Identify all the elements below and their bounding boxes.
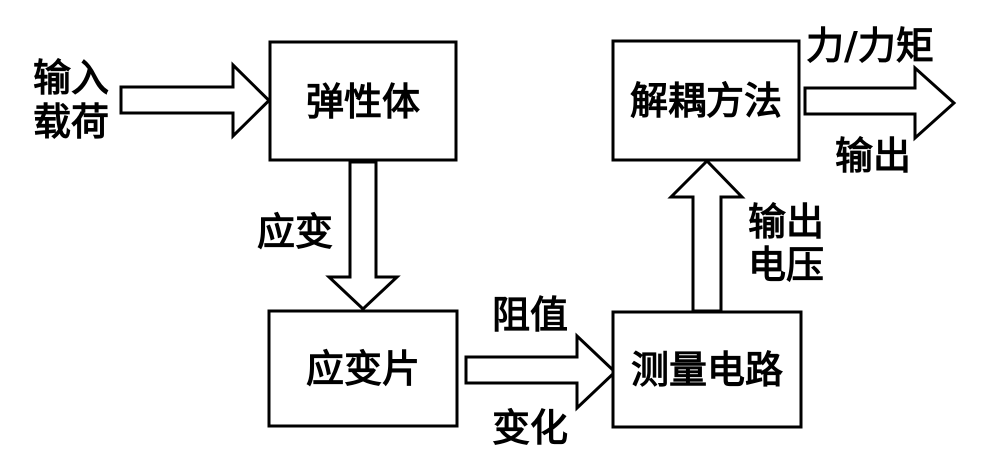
input-load-label-line2: 载荷	[33, 100, 109, 144]
decoupling-method-label: 解耦方法	[630, 79, 782, 123]
input-load-label-line1: 输入	[33, 56, 109, 100]
output-voltage-arrow	[667, 158, 746, 313]
resistance-arrow	[464, 332, 618, 412]
node-measuring-circuit[interactable]: 测量电路	[611, 310, 803, 429]
node-elastic-body[interactable]: 弹性体	[268, 40, 458, 162]
force-torque-label: 力/力矩	[806, 24, 934, 68]
strain-gauge-box[interactable]	[267, 309, 459, 428]
measuring-circuit-box[interactable]	[611, 310, 803, 429]
strain-gauge-label: 应变片	[306, 347, 420, 391]
node-strain-gauge[interactable]: 应变片	[267, 309, 459, 428]
resistance-label-line2: 变化	[492, 406, 568, 450]
output-label: 输出	[835, 134, 911, 178]
strain-arrow	[325, 160, 401, 312]
decoupling-method-box[interactable]	[611, 39, 801, 162]
node-decoupling-method[interactable]: 解耦方法	[611, 39, 801, 162]
resistance-label-line1: 阻值	[492, 293, 568, 337]
input-load-arrow	[119, 61, 272, 140]
output-voltage-label-line1: 输出	[748, 200, 824, 244]
elastic-body-box[interactable]	[268, 40, 458, 162]
output-voltage-label-line2: 电压	[748, 243, 824, 287]
elastic-body-label: 弹性体	[306, 80, 420, 124]
measuring-circuit-label: 测量电路	[631, 348, 784, 392]
strain-label: 应变	[257, 210, 333, 254]
force-torque-output-arrow	[803, 64, 957, 142]
